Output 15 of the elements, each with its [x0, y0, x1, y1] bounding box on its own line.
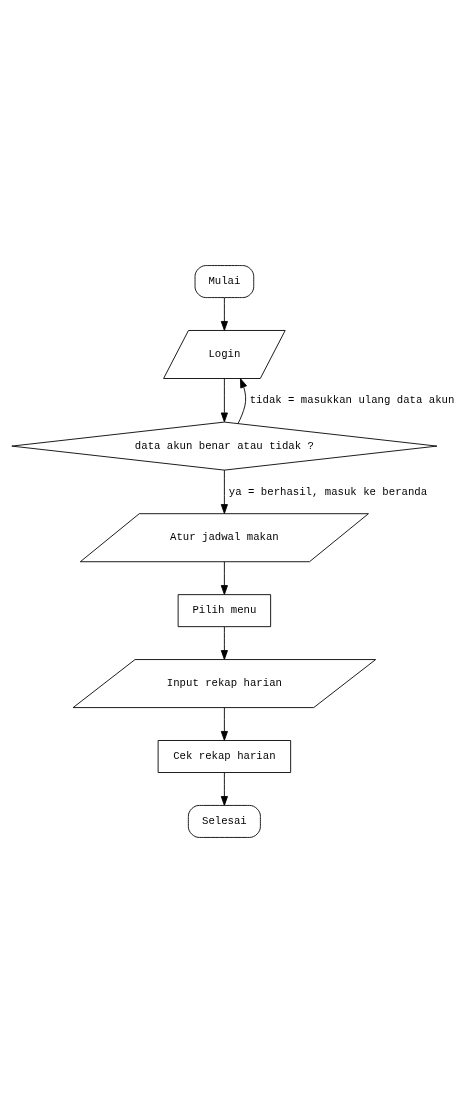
arrow [220, 296, 228, 331]
arrow [220, 706, 228, 741]
arrow [220, 771, 228, 806]
arrow [237, 377, 247, 424]
arrow [220, 377, 228, 422]
node-box: Pilih menu [177, 593, 272, 627]
node-box: Cek rekap harian [157, 739, 292, 773]
edge-label: ya = berhasil, masuk ke beranda [228, 485, 428, 498]
edge-label: tidak = masukkan ulang data akun [249, 393, 455, 406]
node-box: Selesai [187, 804, 261, 838]
arrow [220, 626, 228, 660]
node-box: Mulai [194, 264, 255, 298]
node-diamond: data akun benar atau tidak ? [11, 421, 438, 471]
arrow [220, 469, 228, 514]
arrow [220, 560, 228, 595]
